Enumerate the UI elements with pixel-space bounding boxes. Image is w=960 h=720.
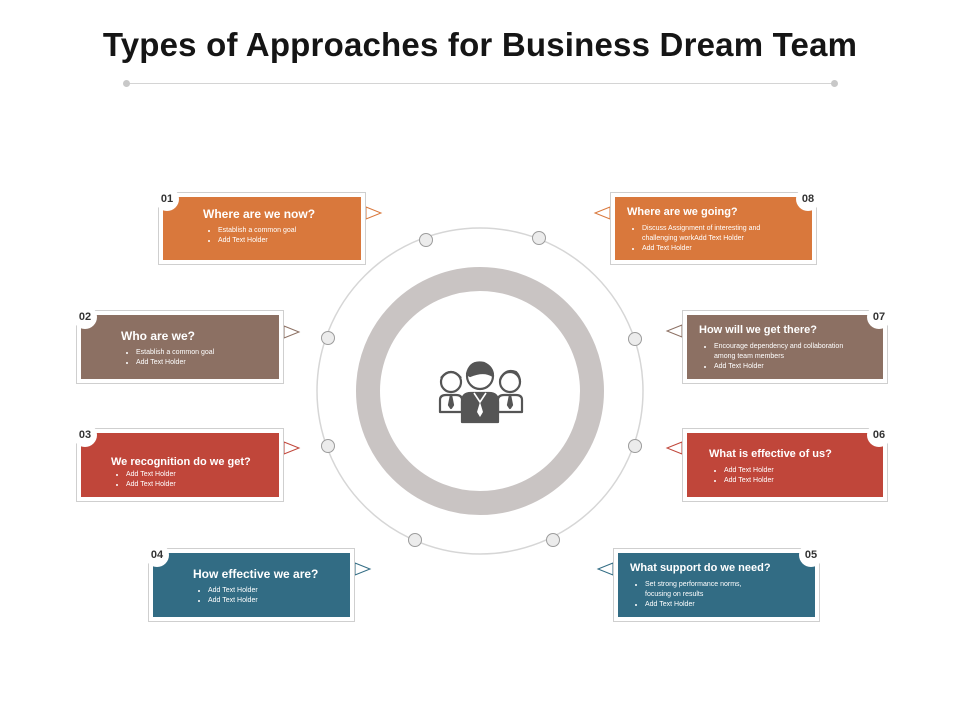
orbit-node (546, 533, 560, 547)
outer-orbit (316, 227, 644, 555)
step-bullet: Add Text Holder (714, 362, 847, 372)
step-number-badge: 06 (867, 423, 891, 447)
step-bullet: Add Text Holder (208, 596, 342, 606)
step-bullets: Encourage dependency and collaboration a… (699, 342, 875, 372)
step-card-05: What support do we need? Set strong perf… (613, 543, 823, 622)
center-disc (408, 319, 552, 463)
step-bullet: Set strong performance norms, focusing o… (645, 580, 747, 600)
pointer-arrow (283, 441, 301, 455)
pointer-arrow (365, 206, 383, 220)
step-card-02: Who are we? Establish a common goal Add … (73, 305, 284, 384)
step-bullet: Add Text Holder (724, 476, 875, 486)
orbit-node (532, 231, 546, 245)
step-bullet: Add Text Holder (724, 466, 875, 476)
orbit-node (321, 439, 335, 453)
orbit-nodes (321, 231, 642, 547)
step-title: Who are we? (121, 329, 196, 343)
divider-dot-left (123, 80, 130, 87)
step-panel: Where are we now? Establish a common goa… (163, 197, 361, 260)
step-bullet: Add Text Holder (208, 586, 342, 596)
step-bullet: Add Text Holder (218, 236, 353, 246)
pointer-arrows (283, 206, 683, 576)
pointer-arrow (354, 562, 372, 576)
step-bullet: Discuss Assignment of interesting and ch… (642, 224, 768, 244)
pointer-arrow (665, 441, 683, 455)
pointer-arrow (593, 206, 611, 220)
step-bullets: Establish a common goal Add Text Holder (121, 348, 271, 368)
step-bullets: Add Text Holder Add Text Holder (193, 586, 342, 606)
pointer-arrow (665, 324, 683, 338)
step-card-01: Where are we now? Establish a common goa… (155, 187, 366, 265)
step-bullet: Encourage dependency and collaboration a… (714, 342, 847, 362)
step-number-badge: 07 (867, 305, 891, 329)
step-card-08: Where are we going? Discuss Assignment o… (610, 187, 820, 265)
step-bullets: Set strong performance norms, focusing o… (630, 580, 807, 610)
title-divider (127, 83, 834, 84)
team-icon (438, 361, 524, 424)
orbit-node (408, 533, 422, 547)
step-bullet: Add Text Holder (126, 470, 271, 480)
step-panel: How effective we are? Add Text Holder Ad… (153, 553, 350, 617)
step-number-badge: 04 (145, 543, 169, 567)
step-card-03: We recognition do we get? Add Text Holde… (73, 423, 284, 502)
step-bullets: Add Text Holder Add Text Holder (709, 466, 875, 486)
step-bullet: Add Text Holder (136, 358, 271, 368)
step-title: What support do we need? (630, 562, 771, 574)
step-bullet: Add Text Holder (645, 600, 747, 610)
step-title: How effective we are? (193, 567, 319, 581)
step-bullets: Discuss Assignment of interesting and ch… (627, 224, 804, 254)
orbit-node (321, 331, 335, 345)
pointer-arrow (283, 325, 301, 339)
orbit-node (419, 233, 433, 247)
step-bullet: Add Text Holder (642, 244, 768, 254)
step-title: What is effective of us? (709, 448, 832, 460)
step-bullet: Establish a common goal (218, 226, 353, 236)
step-card-07: How will we get there? Encourage depende… (682, 305, 891, 384)
orbit-node (628, 332, 642, 346)
center-ring (356, 267, 604, 515)
step-title: Where are we going? (627, 206, 738, 218)
step-title: We recognition do we get? (111, 456, 251, 468)
step-bullets: Establish a common goal Add Text Holder (203, 226, 353, 246)
step-number-badge: 08 (796, 187, 820, 211)
step-bullet: Add Text Holder (126, 480, 271, 490)
step-card-04: How effective we are? Add Text Holder Ad… (145, 543, 355, 622)
step-number-badge: 03 (73, 423, 97, 447)
step-bullet: Establish a common goal (136, 348, 271, 358)
pointer-arrow (596, 562, 614, 576)
step-number-badge: 02 (73, 305, 97, 329)
orbit-node (628, 439, 642, 453)
step-panel: We recognition do we get? Add Text Holde… (81, 433, 279, 497)
step-number-badge: 01 (155, 187, 179, 211)
step-panel: What support do we need? Set strong perf… (618, 553, 815, 617)
step-title: Where are we now? (203, 207, 316, 221)
step-panel: Who are we? Establish a common goal Add … (81, 315, 279, 379)
step-panel: What is effective of us? Add Text Holder… (687, 433, 883, 497)
divider-dot-right (831, 80, 838, 87)
step-title: How will we get there? (699, 324, 817, 336)
step-bullets: Add Text Holder Add Text Holder (111, 470, 271, 490)
step-number-badge: 05 (799, 543, 823, 567)
page-title: Types of Approaches for Business Dream T… (102, 26, 858, 63)
step-panel: How will we get there? Encourage depende… (687, 315, 883, 379)
step-card-06: What is effective of us? Add Text Holder… (682, 423, 891, 502)
step-panel: Where are we going? Discuss Assignment o… (615, 197, 812, 260)
